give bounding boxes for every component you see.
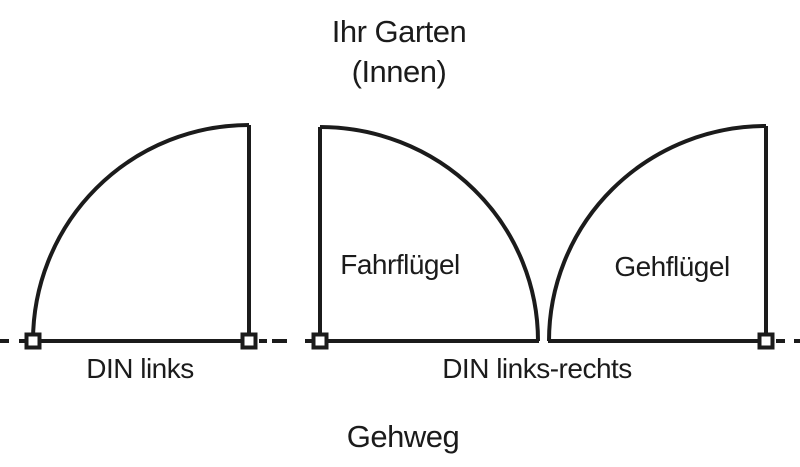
left-door-swing-arc	[31, 123, 250, 342]
fahrfluegel-swing-arc	[319, 125, 540, 342]
gehfluegel-swing-arc	[547, 124, 767, 342]
sidewalk-side-label: Gehweg	[346, 419, 460, 454]
gehfluegel-label: Gehflügel	[614, 251, 730, 282]
hinge-post-left-gate	[240, 332, 258, 350]
fahrfluegel-label: Fahrflügel	[340, 249, 460, 280]
garden-side-label: Ihr Garten (Innen)	[332, 12, 467, 92]
hinge-post-gehfluegel	[757, 332, 775, 350]
hinge-post-left-outer	[24, 332, 42, 350]
garden-side-label-line2: (Innen)	[351, 54, 447, 89]
din-links-rechts-label: DIN links-rechts	[442, 353, 632, 384]
garden-side-label-line1: Ihr Garten	[331, 14, 467, 49]
din-links-label: DIN links	[86, 353, 194, 384]
hinge-post-fahrfluegel	[311, 332, 329, 350]
